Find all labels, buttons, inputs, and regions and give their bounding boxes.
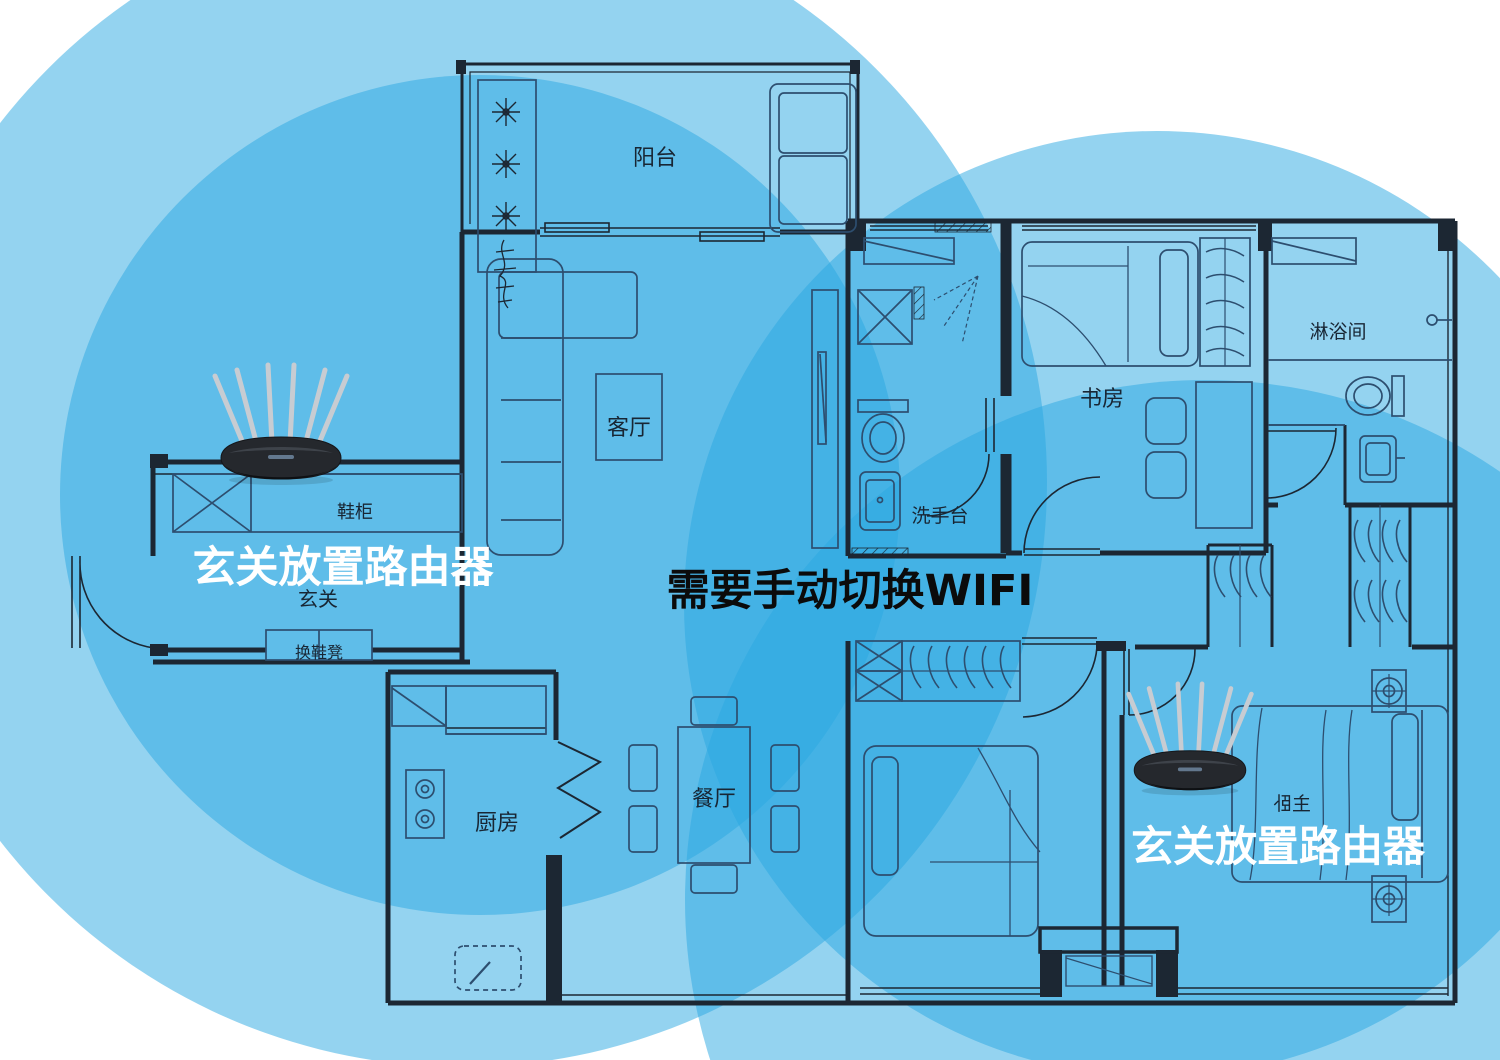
study-desk [1195,381,1253,529]
dining-chair [770,744,800,792]
label-shoe-cabinet: 鞋柜 [337,502,373,523]
dining-chair [770,805,800,853]
shower-room-basin [1359,435,1397,483]
balcony-railing-inner [469,71,851,224]
room-labels: 阳台 客厅 鞋柜 玄关 换鞋凳 厨房 餐厅 洗手台 书房 淋浴间 主卧 [295,146,1367,836]
callout-center-warning: 需要手动切换WIFI [667,566,1034,616]
plant-icon [491,201,521,231]
dining-chair [690,696,738,726]
label-living-room: 客厅 [607,416,651,441]
balcony-cabinet [769,83,857,233]
bay-wall [1038,926,1179,954]
study-bed [1021,241,1199,367]
callout-right-router: 玄关放置路由器 [1131,822,1426,871]
study-chair [1145,397,1187,445]
sofa-chaise [498,271,638,339]
label-kitchen: 厨房 [475,811,519,836]
floorplan: 阳台 客厅 鞋柜 玄关 换鞋凳 厨房 餐厅 洗手台 书房 淋浴间 主卧 [71,60,1458,1006]
balcony-railing [460,62,860,232]
dining-table [677,726,751,864]
dining-chair [628,805,658,853]
dining-chair [628,744,658,792]
coffee-table [595,373,663,461]
plant-icon [491,97,521,127]
toilet [861,413,905,463]
sofa [486,258,564,556]
bedroom2-pillow [871,756,899,876]
study-chair [1145,451,1187,499]
callouts: 玄关放置路由器 需要手动切换WIFI 玄关放置路由器 [193,543,1426,871]
hatched-walls [851,220,992,559]
callout-left-router: 玄关放置路由器 [193,543,495,593]
shower-room-cabinet [1271,237,1357,265]
sliding-door-panels [544,222,765,242]
master-pillow [1391,713,1419,821]
master-bed [1231,705,1449,883]
kitchen-sink [454,945,522,991]
label-balcony: 阳台 [633,146,677,171]
tv-cabinet [811,289,839,549]
wash-basin [859,471,901,531]
tv [817,351,827,445]
label-dining-room: 餐厅 [692,787,736,812]
bedroom2-bed [863,745,1039,937]
label-shower-room: 淋浴间 [1309,321,1366,343]
shower-tray [857,289,913,345]
toilet2-tank [1391,375,1405,417]
kitchen-folding-door [556,741,603,839]
dining-chair [690,864,738,894]
toilet-tank [857,399,909,413]
toilet2 [1345,376,1391,416]
furniture [172,79,1452,991]
balcony-plants [491,97,521,309]
label-shoe-bench: 换鞋凳 [295,643,343,662]
stove [405,769,445,839]
bath-cabinet [863,237,955,265]
wifi-circle-left-inner [60,75,900,915]
wall-columns [150,60,1455,1005]
kitchen-counter [445,685,547,735]
label-entry: 玄关 [298,587,338,611]
ac-bay [1065,955,1153,987]
label-study: 书房 [1080,387,1124,412]
label-washstand: 洗手台 [911,505,968,527]
plant-icon [491,149,521,179]
fern-icon [493,239,517,309]
label-master-bedroom: 主卧 [1273,793,1311,815]
study-pillow [1159,249,1189,357]
